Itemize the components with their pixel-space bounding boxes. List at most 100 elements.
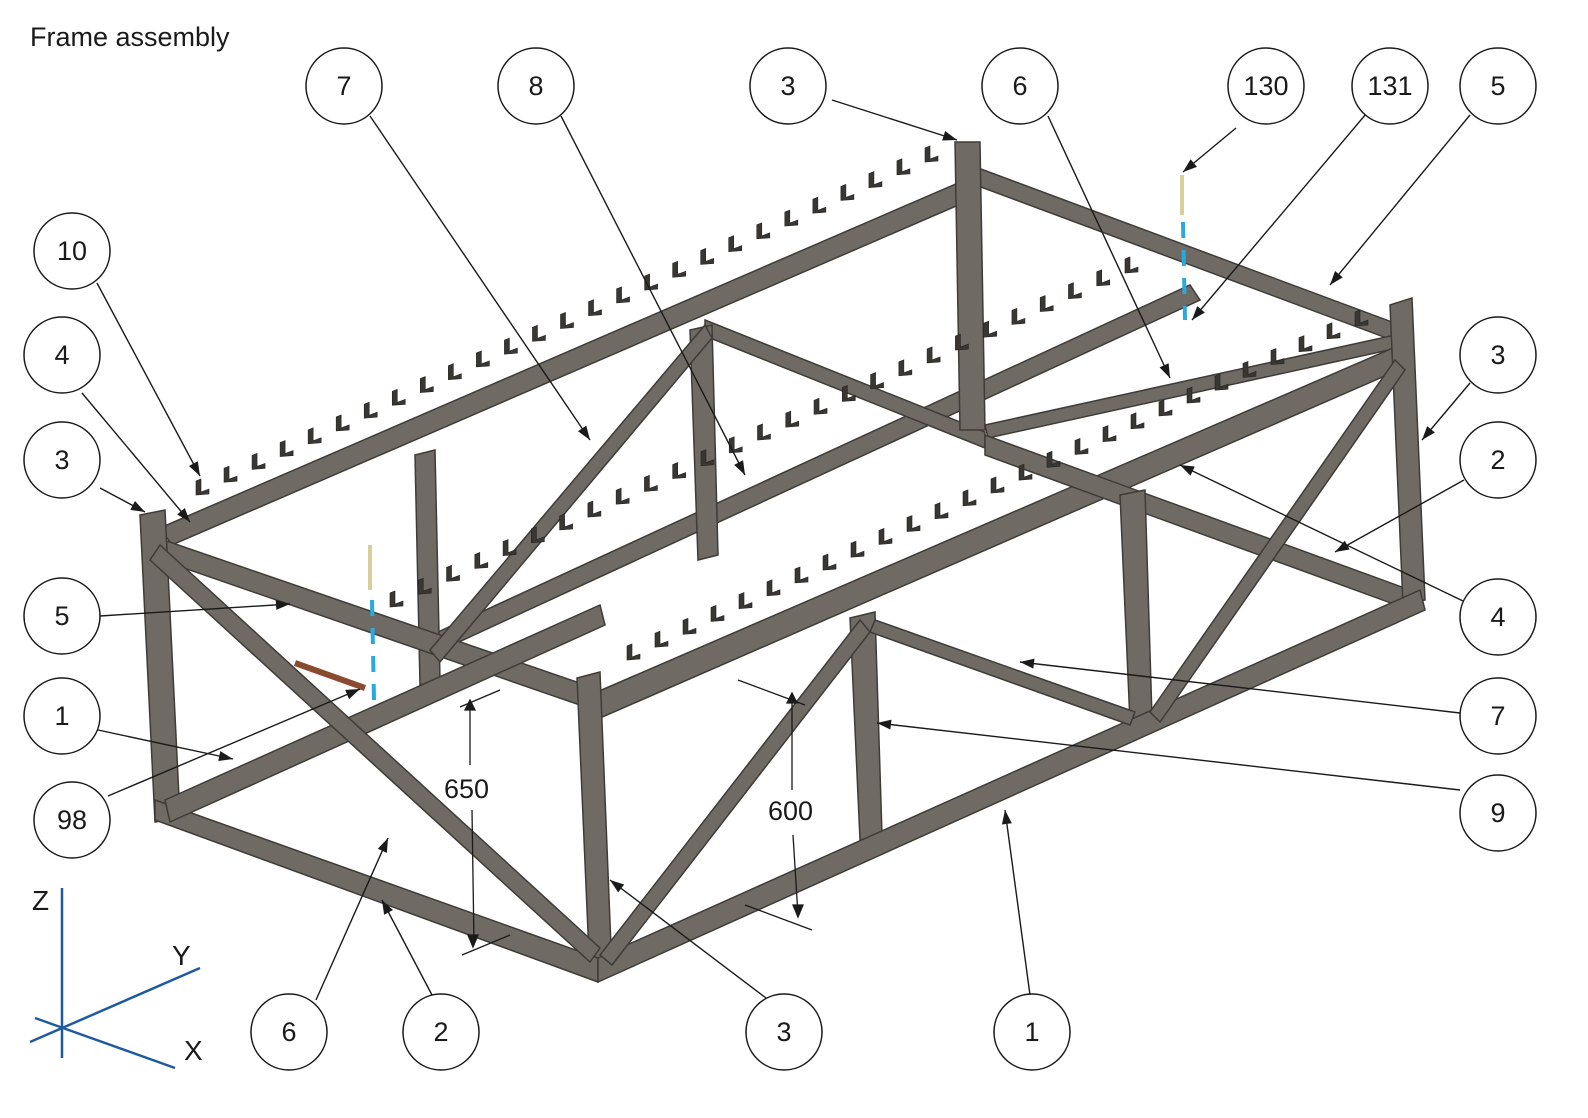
item-balloon: 130: [1227, 47, 1305, 125]
leader-line: [1329, 114, 1471, 286]
angle-clip: [587, 500, 602, 518]
leader-line: [96, 282, 201, 477]
leader-arrowhead: [1180, 465, 1195, 476]
axis-triad: [29, 888, 201, 1070]
balloon-circle: [497, 47, 575, 125]
item-balloon: 10: [33, 212, 111, 290]
x-axis-label: X: [184, 1035, 203, 1066]
frame-structure: [139, 141, 1426, 984]
angle-clip: [700, 449, 715, 467]
balloon-circle: [1351, 47, 1429, 125]
angle-clip: [559, 513, 573, 531]
angle-clip: [391, 388, 406, 406]
angle-clip: [1018, 463, 1033, 481]
x-axis: [34, 1016, 176, 1070]
angle-clip: [560, 312, 574, 329]
balloon-label: 3: [54, 445, 69, 475]
leader-arrowhead: [1192, 306, 1205, 320]
angle-clip: [1130, 412, 1145, 430]
item-balloon: 3: [749, 47, 827, 125]
dimension-label-650: 650: [444, 774, 489, 804]
angle-clips: [195, 145, 1369, 661]
angle-clip: [654, 630, 669, 648]
item-balloon: 1: [993, 993, 1071, 1071]
bolt-left: [368, 545, 376, 701]
item-balloon: 9: [1459, 774, 1537, 852]
angle-clip: [850, 540, 865, 558]
angle-clip: [626, 643, 641, 661]
angle-clip: [728, 235, 743, 252]
leader-arrowhead: [188, 461, 200, 476]
angle-clip: [1354, 309, 1369, 327]
angle-clip: [962, 489, 977, 507]
bottom-front-long-beam: [597, 588, 1426, 984]
balloon-circle: [749, 47, 827, 125]
balloon-label: 98: [57, 805, 87, 835]
item-balloon: 2: [402, 993, 480, 1071]
balloon-label: 5: [54, 601, 69, 631]
item-balloon: 5: [23, 577, 101, 655]
back-diagonal: [429, 323, 713, 664]
angle-clip: [1186, 386, 1201, 404]
balloon-label: 3: [780, 71, 795, 101]
balloon-label: 1: [54, 701, 69, 731]
balloon-label: 1: [1024, 1017, 1039, 1047]
angle-clip: [842, 385, 856, 402]
leader-arrowhead: [1020, 658, 1035, 669]
balloon-circle: [1459, 578, 1537, 656]
angle-clip: [756, 222, 771, 240]
balloon-label: 6: [281, 1017, 296, 1047]
front-right-post: [1119, 489, 1153, 723]
leader-arrowhead: [577, 425, 590, 440]
angle-clip: [1298, 335, 1313, 353]
angle-clip: [672, 462, 686, 479]
angle-clip: [955, 333, 969, 351]
balloon-circle: [1227, 47, 1305, 125]
leader-arrowhead: [377, 838, 388, 853]
leader-line: [99, 603, 291, 617]
balloon-label: 2: [433, 1017, 448, 1047]
leader-line: [1047, 115, 1171, 379]
item-balloon: 5: [1459, 47, 1537, 125]
angle-clip: [279, 440, 294, 457]
angle-clip: [840, 183, 855, 201]
angle-clip: [1158, 399, 1173, 417]
balloon-label: 3: [1490, 340, 1505, 370]
item-balloon: 6: [981, 47, 1059, 125]
angle-clip: [682, 617, 697, 635]
y-axis-label: Y: [172, 940, 191, 971]
leader-arrowhead: [877, 719, 892, 730]
balloon-circle: [993, 993, 1071, 1071]
balloon-label: 4: [1490, 602, 1505, 632]
drawing-title: Frame assembly: [30, 22, 230, 52]
balloon-circle: [1459, 316, 1537, 394]
leader-line: [1179, 464, 1464, 602]
dimension-label-600: 600: [768, 796, 813, 826]
balloon-label: 7: [1490, 701, 1505, 731]
leader-line: [1191, 113, 1367, 321]
angle-clip: [615, 487, 630, 505]
balloon-label: 2: [1490, 445, 1505, 475]
angle-clip: [1214, 373, 1229, 391]
balloon-circle: [23, 677, 101, 755]
balloon-circle: [1459, 421, 1537, 499]
balloon-circle: [402, 993, 480, 1071]
angle-clip: [878, 527, 893, 545]
angle-clip: [195, 478, 210, 496]
left-end-diagonal: [149, 543, 601, 964]
dimension-650: [459, 689, 511, 956]
angle-clip: [644, 474, 658, 492]
angle-clip: [757, 423, 771, 441]
leader-arrowhead: [130, 501, 145, 512]
front-right-x-brace-a: [869, 619, 1136, 726]
leader-arrowhead: [218, 751, 233, 761]
z-axis-label: Z: [32, 885, 49, 916]
bolt-right: [1180, 175, 1187, 321]
top-middle-cross-beam: [704, 318, 986, 450]
angle-clip: [766, 579, 781, 597]
leader-line: [315, 837, 389, 1001]
leader-line: [560, 115, 746, 476]
